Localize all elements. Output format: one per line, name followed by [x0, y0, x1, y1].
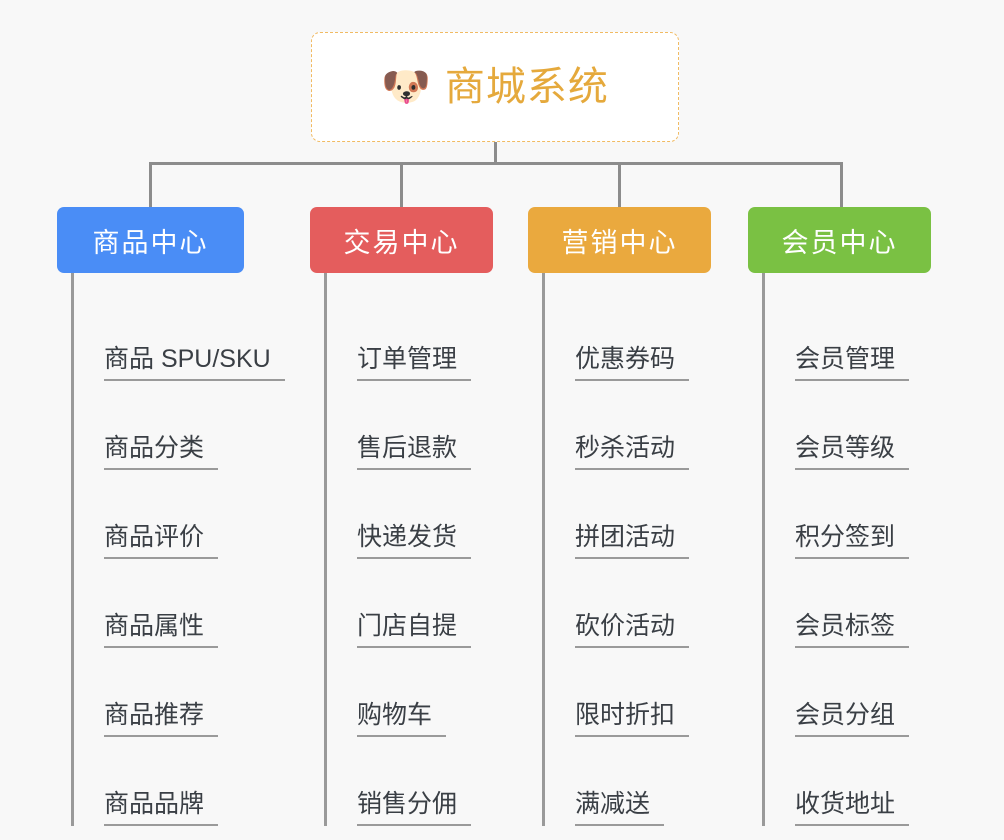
leaf-item[interactable]: 会员分组: [765, 648, 931, 737]
leaf-label: 商品分类: [104, 434, 219, 470]
leaf-item[interactable]: 拼团活动: [545, 470, 711, 559]
leaf-item[interactable]: 积分签到: [765, 470, 931, 559]
leaf-item[interactable]: 商品品牌: [74, 737, 244, 826]
leaf-label: 订单管理: [357, 345, 472, 381]
leaf-item[interactable]: 满减送: [545, 737, 711, 826]
leaf-item[interactable]: 门店自提: [327, 559, 493, 648]
leaf-label: 商品属性: [104, 612, 219, 648]
connector-drop-4: [840, 162, 843, 208]
leaf-label: 购物车: [357, 701, 447, 737]
branch-items-4: 会员管理 会员等级 积分签到 会员标签 会员分组 收货地址: [762, 273, 931, 826]
leaf-item[interactable]: 会员管理: [765, 292, 931, 381]
leaf-item[interactable]: 订单管理: [327, 292, 493, 381]
branch-items-2: 订单管理 售后退款 快递发货 门店自提 购物车 销售分佣: [324, 273, 493, 826]
dog-face-icon: 🐶: [381, 65, 431, 109]
leaf-label: 商品评价: [104, 523, 219, 559]
leaf-label: 门店自提: [357, 612, 472, 648]
leaf-label: 商品 SPU/SKU: [104, 345, 285, 381]
leaf-label: 优惠券码: [575, 345, 690, 381]
leaf-item[interactable]: 商品分类: [74, 381, 244, 470]
leaf-item[interactable]: 收货地址: [765, 737, 931, 826]
leaf-item[interactable]: 购物车: [327, 648, 493, 737]
branch-column-4: 会员中心 会员管理 会员等级 积分签到 会员标签 会员分组 收货地址: [748, 207, 931, 826]
leaf-item[interactable]: 砍价活动: [545, 559, 711, 648]
branch-header-4[interactable]: 会员中心: [748, 207, 931, 273]
leaf-item[interactable]: 销售分佣: [327, 737, 493, 826]
leaf-item[interactable]: 会员等级: [765, 381, 931, 470]
leaf-label: 会员分组: [795, 701, 910, 737]
leaf-item[interactable]: 限时折扣: [545, 648, 711, 737]
branch-column-3: 营销中心 优惠券码 秒杀活动 拼团活动 砍价活动 限时折扣 满减送: [528, 207, 711, 826]
connector-root-stem: [494, 142, 497, 164]
leaf-label: 积分签到: [795, 523, 910, 559]
leaf-label: 快递发货: [357, 523, 472, 559]
connector-drop-2: [400, 162, 403, 208]
branch-header-3[interactable]: 营销中心: [528, 207, 711, 273]
leaf-item[interactable]: 商品推荐: [74, 648, 244, 737]
leaf-item[interactable]: 商品 SPU/SKU: [74, 292, 285, 381]
leaf-label: 秒杀活动: [575, 434, 690, 470]
leaf-label: 会员等级: [795, 434, 910, 470]
leaf-label: 收货地址: [795, 790, 910, 826]
leaf-label: 会员管理: [795, 345, 910, 381]
leaf-label: 销售分佣: [357, 790, 472, 826]
leaf-item[interactable]: 快递发货: [327, 470, 493, 559]
leaf-label: 限时折扣: [575, 701, 690, 737]
leaf-label: 商品推荐: [104, 701, 219, 737]
root-node[interactable]: 🐶 商城系统: [311, 32, 679, 142]
leaf-label: 售后退款: [357, 434, 472, 470]
leaf-item[interactable]: 商品评价: [74, 470, 244, 559]
leaf-label: 满减送: [575, 790, 665, 826]
branch-items-3: 优惠券码 秒杀活动 拼团活动 砍价活动 限时折扣 满减送: [542, 273, 711, 826]
leaf-label: 砍价活动: [575, 612, 690, 648]
branch-header-2[interactable]: 交易中心: [310, 207, 493, 273]
connector-drop-1: [149, 162, 152, 208]
connector-drop-3: [618, 162, 621, 208]
leaf-item[interactable]: 会员标签: [765, 559, 931, 648]
branch-column-1: 商品中心 商品 SPU/SKU 商品分类 商品评价 商品属性 商品推荐 商品品牌: [57, 207, 285, 826]
leaf-label: 会员标签: [795, 612, 910, 648]
leaf-item[interactable]: 售后退款: [327, 381, 493, 470]
connector-horizontal-bus: [149, 162, 843, 165]
branch-header-1[interactable]: 商品中心: [57, 207, 244, 273]
leaf-label: 商品品牌: [104, 790, 219, 826]
branch-column-2: 交易中心 订单管理 售后退款 快递发货 门店自提 购物车 销售分佣: [310, 207, 493, 826]
leaf-label: 拼团活动: [575, 523, 690, 559]
root-title: 商城系统: [444, 65, 609, 109]
leaf-item[interactable]: 优惠券码: [545, 292, 711, 381]
branch-items-1: 商品 SPU/SKU 商品分类 商品评价 商品属性 商品推荐 商品品牌: [71, 273, 285, 826]
leaf-item[interactable]: 商品属性: [74, 559, 244, 648]
leaf-item[interactable]: 秒杀活动: [545, 381, 711, 470]
